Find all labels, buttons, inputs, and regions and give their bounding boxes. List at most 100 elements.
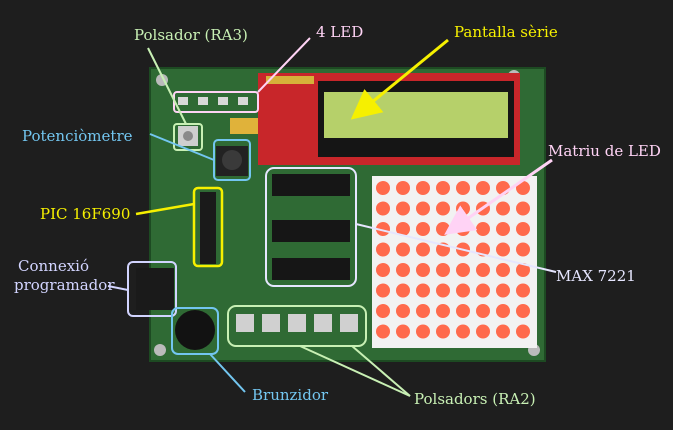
led-matrix-dot <box>436 283 450 298</box>
max7221-chip-2 <box>272 220 350 242</box>
label-potenciometre: Potenciòmetre <box>22 127 133 145</box>
led-matrix-dot <box>476 324 490 339</box>
led-matrix-dot <box>456 304 470 318</box>
led-matrix-dot <box>436 263 450 277</box>
screw-bottom-left <box>154 344 166 356</box>
label-four-led: 4 LED <box>316 23 364 41</box>
pic-frame <box>192 186 224 268</box>
led-matrix-dot <box>416 324 430 339</box>
led-matrix-dot <box>496 324 510 339</box>
led-matrix-dot <box>396 324 410 339</box>
led-matrix-dot <box>416 222 430 236</box>
led-matrix-dot <box>376 201 390 216</box>
led-matrix-dot <box>436 222 450 236</box>
label-polsador-ra3: Polsador (RA3) <box>134 26 248 44</box>
ribbon-cable <box>230 118 258 134</box>
led-matrix-dot <box>396 263 410 277</box>
led-matrix-dot <box>436 201 450 216</box>
led-matrix-dot <box>516 242 530 257</box>
max7221-chip-1 <box>272 174 350 196</box>
led-matrix-dot <box>496 222 510 236</box>
polsador-ra3-leader <box>147 47 187 125</box>
pic-chip <box>200 192 216 264</box>
led-matrix-dot <box>416 263 430 277</box>
ra2-push-button <box>236 314 254 332</box>
led-matrix-dot <box>436 324 450 339</box>
led-matrix-dot <box>396 283 410 298</box>
four-led-leader <box>257 37 311 93</box>
led-matrix-dot <box>516 324 530 339</box>
programmer-header <box>136 268 174 310</box>
led-matrix-dot <box>416 304 430 318</box>
polsadors-ra2-leader-right <box>351 345 411 397</box>
led-matrix-dot <box>396 201 410 216</box>
led-matrix-dot <box>416 181 430 195</box>
max7221-frame <box>265 167 357 287</box>
ra2-buttons-frame <box>227 305 367 347</box>
led-matrix-dot <box>476 263 490 277</box>
led-matrix-dot <box>376 283 390 298</box>
led-matrix-dot <box>396 242 410 257</box>
led-matrix-dot <box>496 242 510 257</box>
led-matrix-dot <box>416 283 430 298</box>
led-matrix-dot <box>516 181 530 195</box>
led-matrix-dot <box>456 201 470 216</box>
led-matrix-dot <box>496 304 510 318</box>
led-matrix-dot <box>416 201 430 216</box>
max7221-chip-3 <box>272 258 350 280</box>
four-led-row <box>178 97 248 105</box>
pic-leader <box>135 202 195 216</box>
led-matrix-dot <box>496 263 510 277</box>
led-matrix-dot <box>516 304 530 318</box>
led-matrix-dot <box>456 263 470 277</box>
led-matrix-dot <box>516 201 530 216</box>
polsadors-ra2-leader-left <box>299 345 411 397</box>
lcd-screen <box>324 92 508 138</box>
led-matrix-dot <box>416 242 430 257</box>
led-matrix-dot <box>376 222 390 236</box>
led-matrix-dot <box>456 324 470 339</box>
ra2-push-button <box>288 314 306 332</box>
ra2-push-button <box>314 314 332 332</box>
led-matrix-dot <box>376 242 390 257</box>
label-max7221: MAX 7221 <box>556 267 636 285</box>
led-matrix-dot <box>396 222 410 236</box>
label-pantalla-serie: Pantalla sèrie <box>454 23 558 41</box>
led-matrix-dot <box>456 181 470 195</box>
led-matrix-dot <box>376 263 390 277</box>
led-matrix-dot <box>376 181 390 195</box>
led-matrix-dot <box>476 181 490 195</box>
brunzidor-leader <box>209 353 246 393</box>
led-matrix-dot <box>396 304 410 318</box>
led-matrix-dot <box>376 304 390 318</box>
potenciometre-leader <box>149 133 215 161</box>
led-matrix-dot <box>456 283 470 298</box>
led-matrix-dot <box>516 222 530 236</box>
led-matrix-dot <box>396 181 410 195</box>
led-matrix-dot <box>436 181 450 195</box>
programador-leader <box>107 285 129 291</box>
lcd-header <box>266 76 314 84</box>
led-matrix-dot <box>496 283 510 298</box>
label-pic: PIC 16F690 <box>40 205 131 223</box>
ra2-buttons <box>236 314 358 332</box>
led-matrix-dot <box>496 201 510 216</box>
label-matriu-de-led: Matriu de LED <box>548 142 661 160</box>
label-brunzidor: Brunzidor <box>252 386 329 404</box>
led-matrix-dot <box>516 263 530 277</box>
led-matrix-dot <box>476 222 490 236</box>
label-polsadors-ra2: Polsadors (RA2) <box>414 390 536 408</box>
led-matrix-dot <box>476 283 490 298</box>
ra2-push-button <box>262 314 280 332</box>
ra2-push-button <box>340 314 358 332</box>
led-matrix-dot <box>476 304 490 318</box>
max-leader <box>355 223 557 273</box>
buzzer-frame <box>171 307 219 355</box>
label-connexio-line2: programador <box>14 276 115 294</box>
led-matrix-dot <box>436 304 450 318</box>
matriu-arrow <box>444 158 553 235</box>
led-matrix-dots <box>376 181 530 339</box>
buzzer <box>175 310 215 350</box>
